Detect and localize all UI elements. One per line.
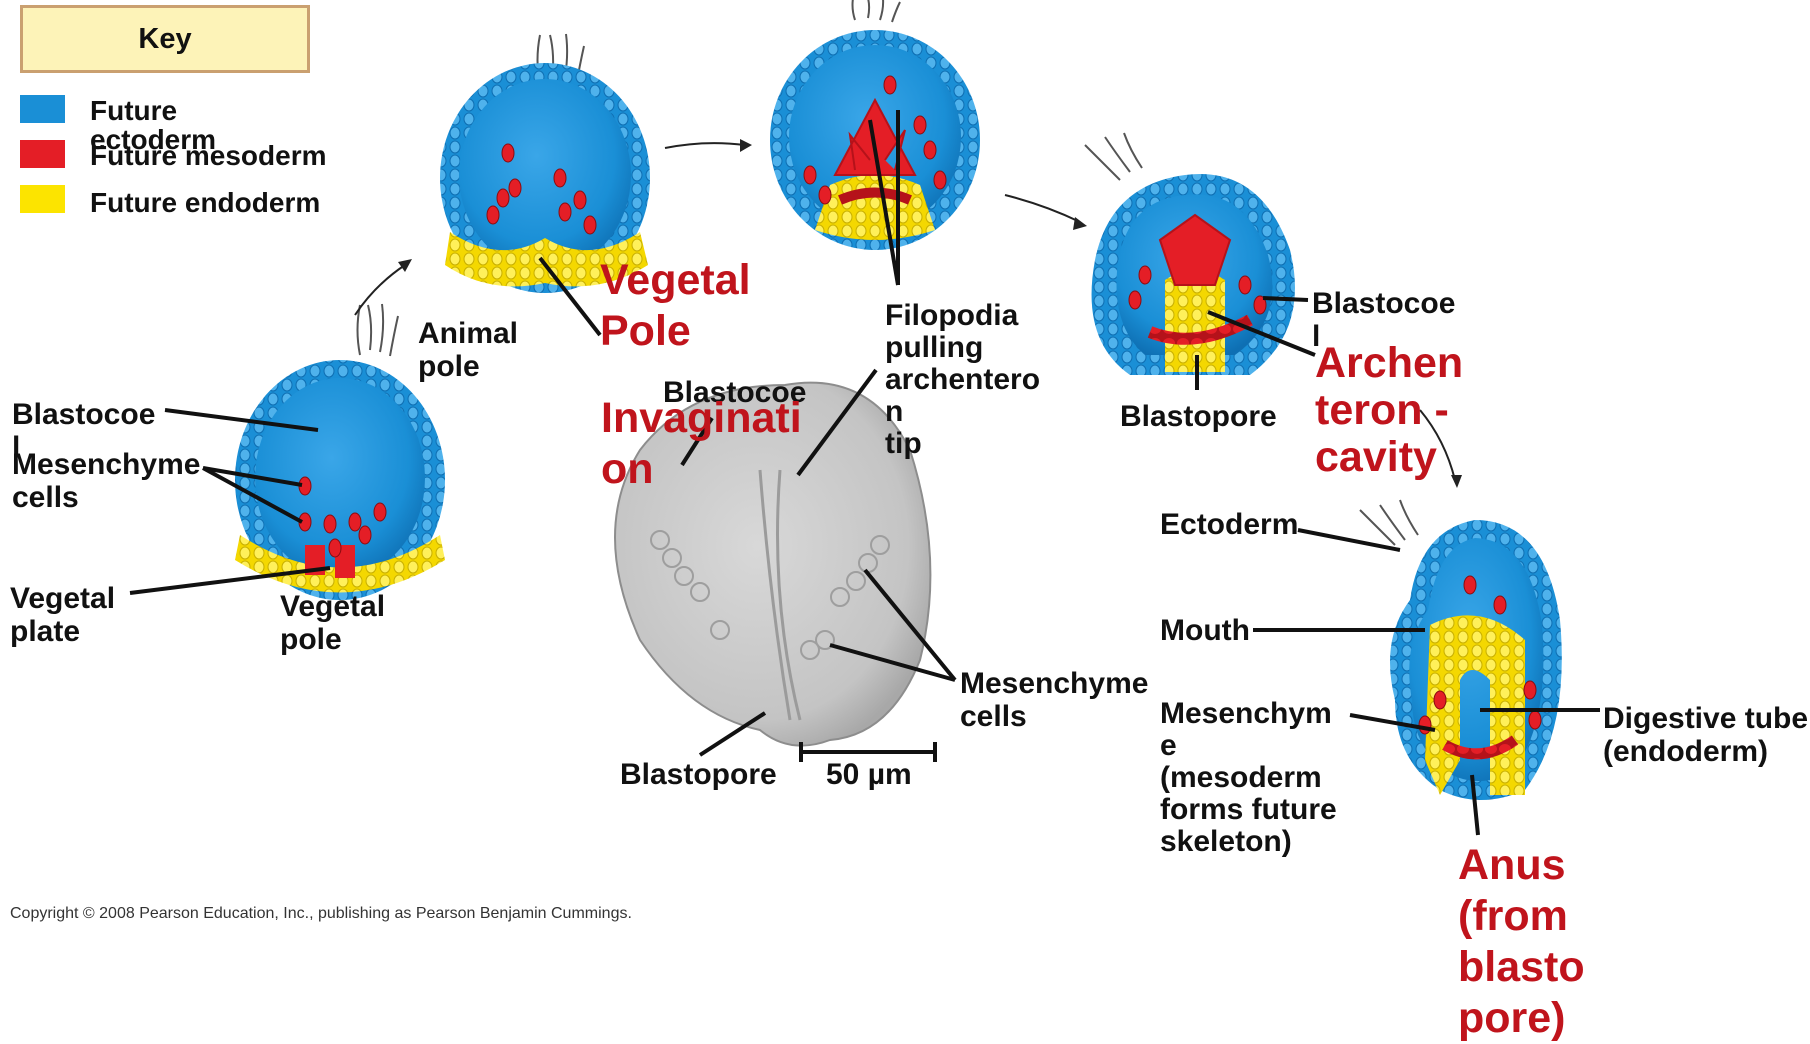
label-ectoderm: Ectoderm <box>1160 508 1298 541</box>
embryo-blastula <box>235 304 445 600</box>
label-mesenchyme-right: Mesenchym e (mesoderm forms future skele… <box>1160 698 1337 858</box>
embryo-digestive-tube <box>1360 500 1562 800</box>
label-scale: 50 µm <box>826 758 912 791</box>
label-vegetal-pole-red: Vegetal Pole <box>600 255 751 357</box>
label-mesenchyme-left: Mesenchyme cells <box>12 448 200 514</box>
label-blastopore-mid: Blastopore <box>620 758 777 791</box>
label-anus: Anus (from blasto pore) <box>1458 840 1585 1044</box>
label-digestive-tube: Digestive tube (endoderm) <box>1603 702 1808 768</box>
embryo-filopodia <box>770 0 980 250</box>
copyright-text: Copyright © 2008 Pearson Education, Inc.… <box>10 905 632 923</box>
label-animal-pole: Animal pole <box>418 317 518 383</box>
label-blastopore-right: Blastopore <box>1120 400 1277 433</box>
label-invagination: Invaginati on <box>601 393 802 495</box>
label-mesenchyme-mid: Mesenchyme cells <box>960 667 1148 733</box>
label-filopodia: Filopodia pulling archentero n tip <box>885 300 1040 460</box>
label-archenteron: Archen teron - cavity <box>1315 340 1463 481</box>
label-mouth: Mouth <box>1160 614 1250 647</box>
label-vegetal-pole: Vegetal pole <box>280 590 385 656</box>
label-vegetal-plate: Vegetal plate <box>10 582 115 648</box>
embryo-archenteron <box>1085 133 1295 375</box>
